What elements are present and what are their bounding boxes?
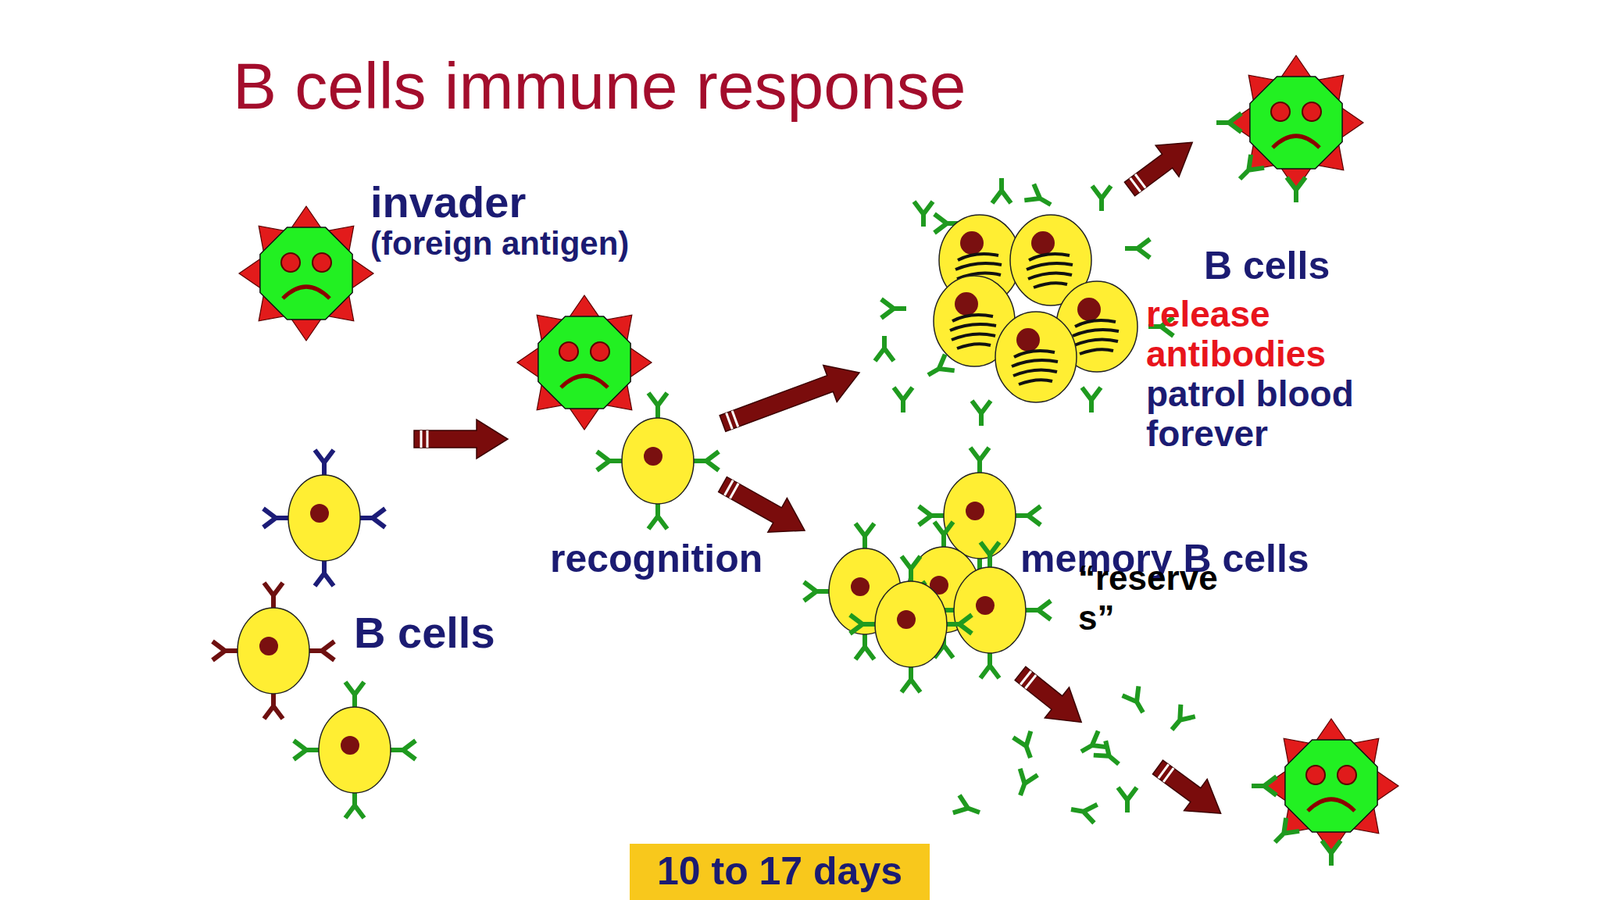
- antibody-icon: [914, 201, 933, 227]
- recognition-step: recognition: [507, 292, 723, 551]
- antibody-icon: [875, 335, 894, 361]
- connector-group: [718, 476, 805, 533]
- b-cell-icon: [212, 582, 335, 719]
- arrow-stripe: [726, 413, 733, 430]
- antibody-icon: [1082, 387, 1101, 413]
- invader-icon: [239, 206, 374, 341]
- arrow-stripe: [732, 410, 739, 428]
- node-note: release antibodies: [1146, 294, 1381, 374]
- antibody-icon: [1013, 731, 1040, 761]
- arrow-stripe: [426, 430, 429, 448]
- invader-antigen: invader(foreign antigen): [234, 175, 383, 344]
- antibody-icon: [1268, 817, 1300, 850]
- connector-group: [414, 419, 508, 459]
- antibody-icon: [881, 299, 907, 318]
- b-cell-icon: [293, 682, 416, 818]
- antibody-cloud: [875, 178, 1174, 426]
- bound-antibodies: [1216, 113, 1306, 203]
- antibody-icon: [1321, 840, 1341, 866]
- node-subheading: (foreign antigen): [370, 225, 629, 263]
- plasma-cell-icon: [995, 311, 1077, 403]
- antibody-icon: [893, 387, 913, 413]
- arrow-stripe: [420, 430, 423, 448]
- connector-group: [719, 364, 860, 432]
- box-label: 10 to 17 days: [657, 849, 903, 895]
- invader-icon: [1228, 55, 1364, 190]
- plasma-cell-cluster: B cellsrelease antibodiespatrol blood fo…: [859, 175, 1188, 434]
- antibody-icon: [1216, 113, 1242, 133]
- memory-cell-cluster: memory B cells“reserves”: [804, 457, 1051, 696]
- slide-title: B cells immune response: [232, 53, 966, 119]
- antibody-icon: [1069, 800, 1098, 823]
- arrow-stripe: [724, 480, 733, 496]
- antibody-icon: [923, 354, 955, 384]
- antibody-icon: [1233, 154, 1265, 186]
- antibody-icon: [1251, 776, 1277, 796]
- node-heading: recognition: [550, 536, 763, 583]
- block-arrow: [1117, 126, 1204, 205]
- bound-antibodies: [1251, 776, 1341, 866]
- node-note: patrol blood forever: [1146, 374, 1381, 454]
- block-arrow: [719, 364, 860, 432]
- antibody-icon: [1122, 685, 1152, 718]
- node-heading: B cells: [353, 607, 496, 658]
- node-heading: invader: [370, 177, 526, 228]
- antibody-icon: [1164, 704, 1196, 736]
- antibody-icon: [1117, 787, 1137, 813]
- antibody-icon: [953, 795, 983, 822]
- invader-icon: [1264, 718, 1399, 854]
- antibody-icon: [992, 178, 1011, 204]
- b-cell-icon: [596, 392, 719, 529]
- antibody-icon: [1286, 177, 1306, 203]
- arrow-stripe: [729, 483, 739, 499]
- block-arrow: [718, 476, 805, 533]
- antibody-icon: [1125, 239, 1150, 258]
- b-cell-group: B cells: [218, 421, 415, 821]
- node-heading: B cells: [1203, 243, 1330, 290]
- invader-icon: [517, 295, 652, 430]
- node-note: “reserves”: [1078, 558, 1227, 638]
- antibody-icon: [1011, 768, 1038, 799]
- antibody-icon: [1024, 184, 1056, 214]
- memory-cell-icon: [850, 556, 972, 693]
- duration-box: 10 to 17 days: [629, 843, 930, 900]
- antibody-icon: [1093, 740, 1125, 772]
- block-arrow: [1007, 657, 1093, 737]
- antibody-icon: [1092, 185, 1111, 211]
- block-arrow: [1146, 751, 1233, 829]
- antibody-cloud: [953, 685, 1196, 823]
- antibody-icon: [971, 400, 991, 426]
- b-cell-icon: [263, 450, 386, 586]
- block-arrow: [414, 419, 508, 459]
